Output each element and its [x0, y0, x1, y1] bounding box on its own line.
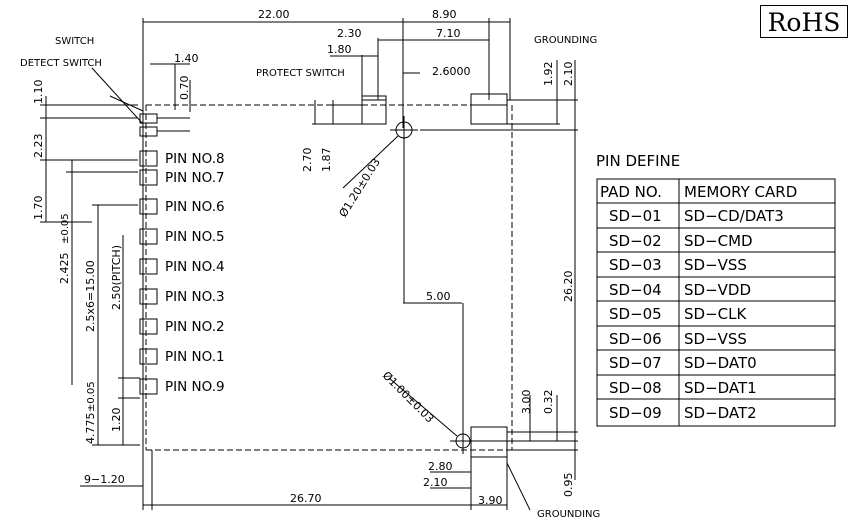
dim-1-20: 1.20 — [110, 408, 123, 433]
memory-card-signal: SD−VSS — [684, 330, 747, 348]
memory-card-signal: SD−DAT0 — [684, 354, 757, 372]
dim-4-775-tol: ±0.05 — [86, 381, 97, 412]
dim-4-775: 4.775 — [84, 413, 97, 445]
pad-no: SD−08 — [609, 379, 662, 397]
pad-no: SD−06 — [609, 330, 662, 348]
pin-define-table: PIN DEFINE PAD NO. MEMORY CARD SD−01 SD−… — [596, 152, 836, 427]
dim-2-6000: 2.6000 — [432, 65, 471, 78]
dim-2-10-bottom: 2.10 — [423, 476, 448, 489]
memory-card-signal: SD−DAT2 — [684, 404, 757, 422]
dim-2-425-tol: ±0.05 — [60, 213, 71, 244]
dim-1-10: 1.10 — [32, 80, 45, 105]
dim-7-10: 7.10 — [436, 27, 461, 40]
pin-label: PIN NO.2 — [165, 319, 225, 335]
dim-1-92: 1.92 — [542, 62, 555, 87]
memory-card-signal: SD−CD/DAT3 — [684, 207, 784, 225]
pad-no: SD−04 — [609, 281, 662, 299]
dim-0-32: 0.32 — [542, 390, 555, 415]
grounding-top-callout: GROUNDING — [534, 35, 597, 46]
pad-no: SD−02 — [609, 232, 662, 250]
dim-9-1-20: 9−1.20 — [84, 473, 125, 486]
dim-0-95: 0.95 — [562, 473, 575, 498]
header-pad-no: PAD NO. — [600, 183, 662, 201]
dim-26-70: 26.70 — [290, 492, 322, 505]
pin-label: PIN NO.5 — [165, 229, 225, 245]
pin-label: PIN NO.7 — [165, 170, 225, 186]
memory-card-signal: SD−CLK — [684, 305, 747, 323]
dim-2-80: 2.80 — [428, 460, 453, 473]
memory-card-signal: SD−DAT1 — [684, 379, 757, 397]
pad-no: SD−01 — [609, 207, 662, 225]
dim-15-00: 2.5x6=15.00 — [84, 260, 97, 332]
dim-0-70: 0.70 — [178, 76, 191, 101]
pin-label: PIN NO.4 — [165, 259, 225, 275]
dim-22: 22.00 — [258, 8, 290, 21]
pin-label: PIN NO.8 — [165, 151, 225, 167]
dim-dia-1-00: Ø1.00±0.03 — [380, 369, 436, 425]
header-memory-card: MEMORY CARD — [684, 183, 797, 201]
pin-define-title: PIN DEFINE — [596, 152, 680, 170]
dim-5-00: 5.00 — [426, 290, 451, 303]
memory-card-signal: SD−VSS — [684, 256, 747, 274]
dim-1-40: 1.40 — [174, 52, 199, 65]
dim-8-90: 8.90 — [432, 8, 457, 21]
dim-2-425: 2.425 — [58, 253, 71, 285]
dim-1-87: 1.87 — [320, 148, 333, 173]
memory-card-signal: SD−VDD — [684, 281, 751, 299]
pad-no: SD−07 — [609, 354, 662, 372]
protect-switch-callout: PROTECT SWITCH — [256, 68, 345, 79]
pad-no: SD−03 — [609, 256, 662, 274]
dim-2-70: 2.70 — [301, 148, 314, 173]
memory-card-signal: SD−CMD — [684, 232, 753, 250]
pin-label: PIN NO.6 — [165, 199, 225, 215]
rohs-badge: RoHS — [760, 5, 848, 38]
dim-2-30: 2.30 — [337, 27, 362, 40]
pin-label: PIN NO.1 — [165, 349, 225, 365]
pin-label: PIN NO.9 — [165, 379, 225, 395]
dim-1-80: 1.80 — [327, 43, 352, 56]
pin-label: PIN NO.3 — [165, 289, 225, 305]
pad-no: SD−09 — [609, 404, 662, 422]
dim-2-10-top: 2.10 — [562, 62, 575, 87]
dim-3-90: 3.90 — [478, 494, 503, 507]
pad-no: SD−05 — [609, 305, 662, 323]
dim-1-70: 1.70 — [32, 196, 45, 221]
detect-switch-callout: DETECT SWITCH — [20, 58, 102, 69]
dim-26-20: 26.20 — [562, 271, 575, 303]
dim-2-23: 2.23 — [32, 134, 45, 159]
switch-callout: SWITCH — [55, 36, 94, 47]
dim-2-50-pitch: 2.50(PITCH) — [110, 245, 123, 310]
grounding-bottom-callout: GROUNDING — [537, 509, 600, 520]
dim-3-00: 3.00 — [520, 390, 533, 415]
